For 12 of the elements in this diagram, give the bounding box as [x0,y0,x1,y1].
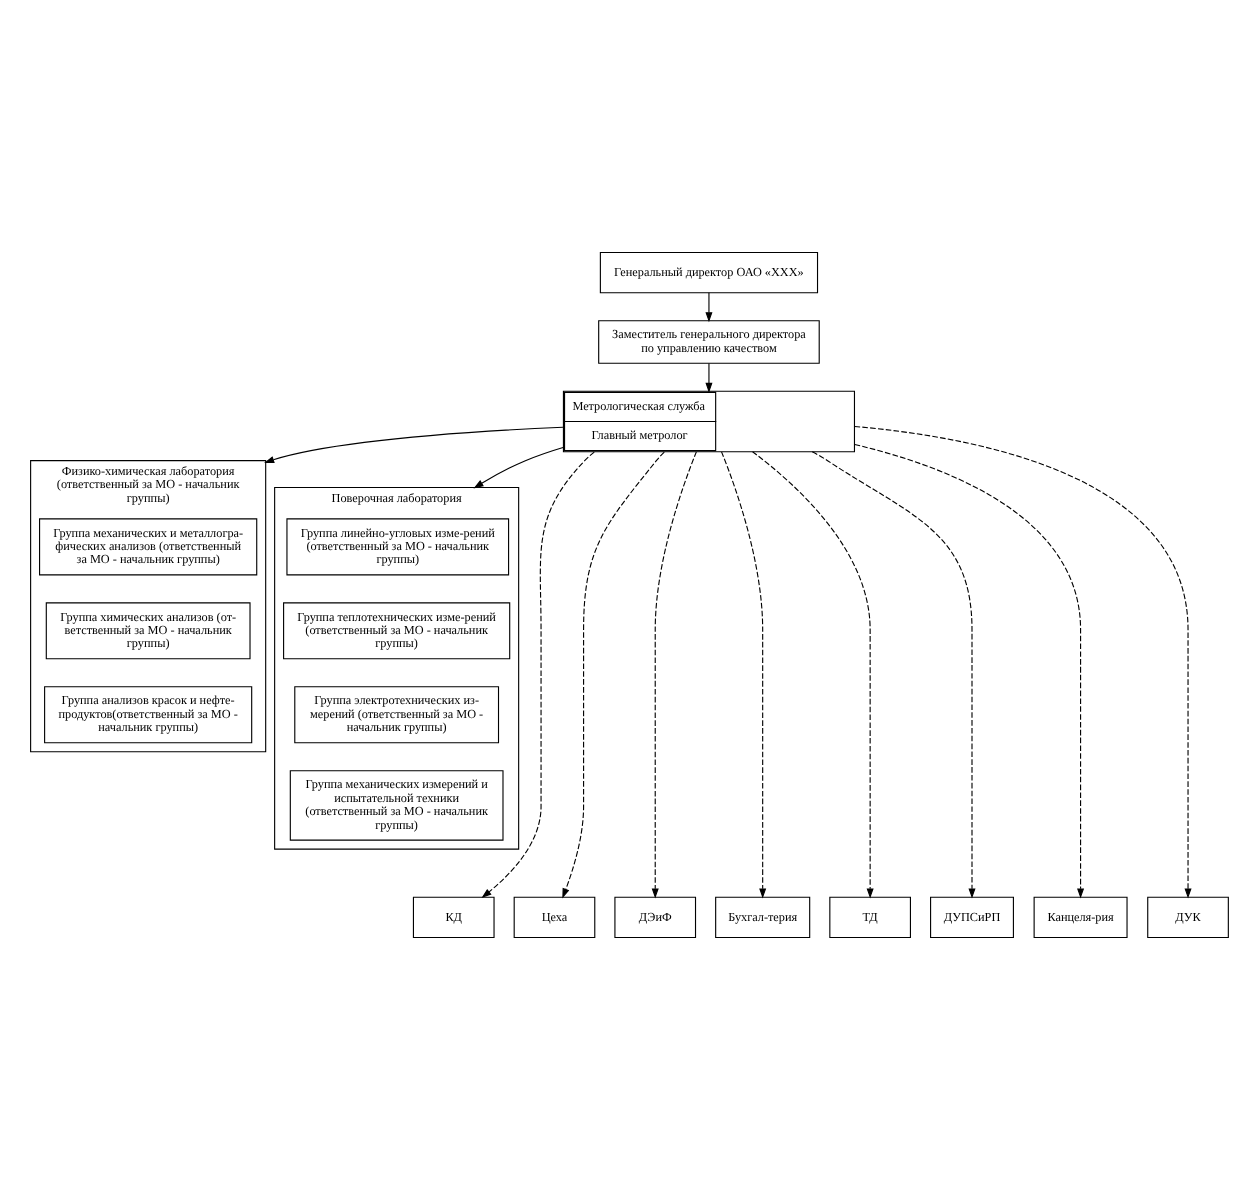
arrow [721,451,767,899]
arrow [651,451,697,899]
arrow [473,446,564,489]
arrow [811,451,976,899]
arrow [264,426,564,464]
arrow [705,292,713,323]
arrow [705,362,713,393]
arrow [562,451,665,899]
arrow [752,451,874,899]
arrow [854,443,1085,899]
arrow [854,425,1192,899]
arrow [481,451,595,898]
